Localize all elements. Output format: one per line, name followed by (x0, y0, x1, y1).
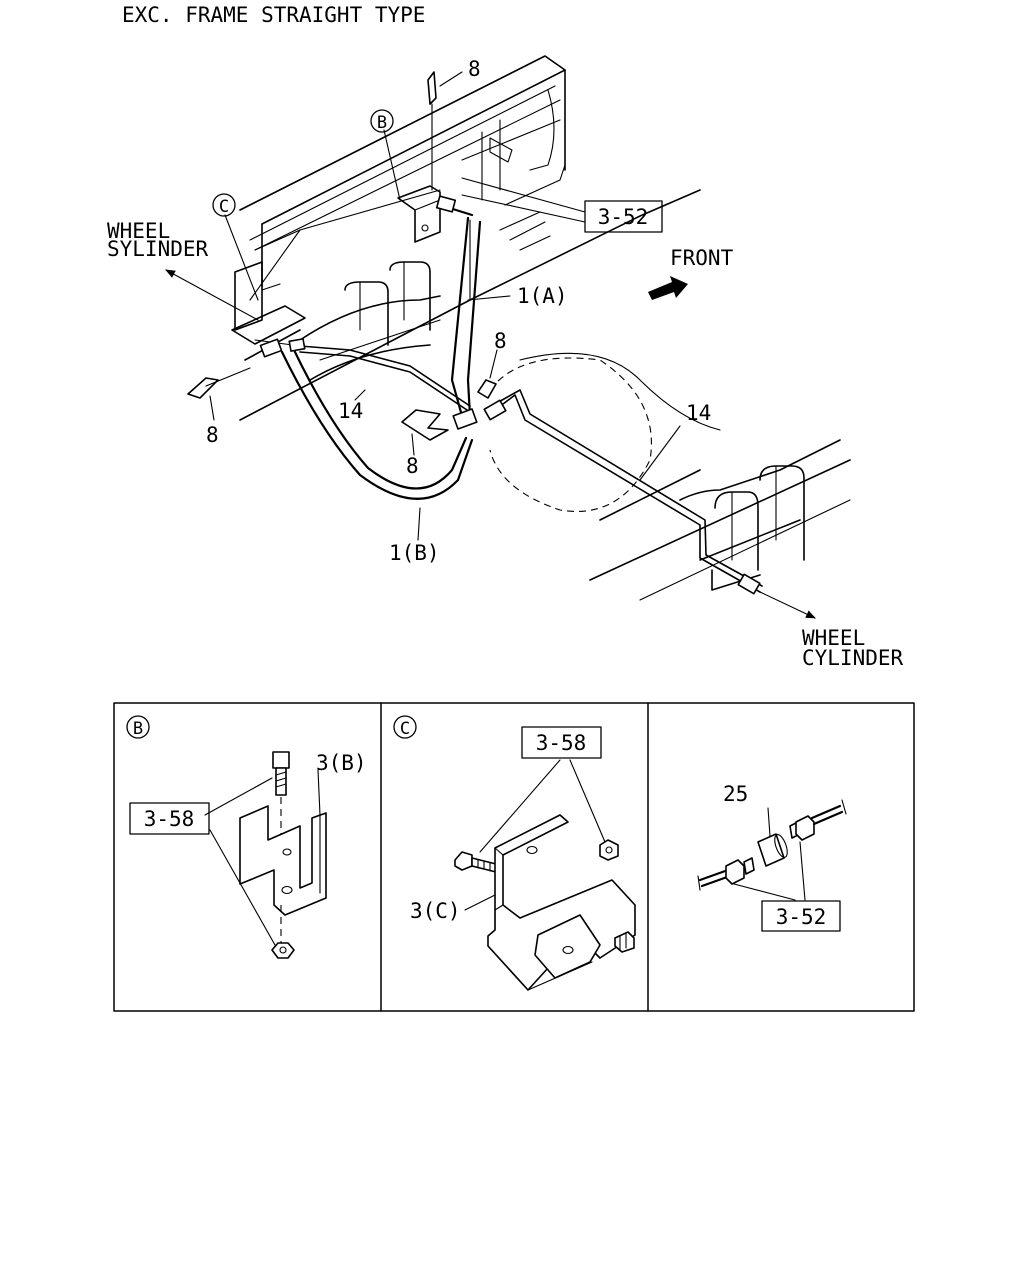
detail-panel-frame (113, 702, 915, 1012)
detail-union-part-25: 25 (723, 782, 748, 806)
fittings (259, 195, 761, 595)
pipe-14-left-label: 14 (338, 399, 363, 423)
brake-hose-1b (280, 348, 474, 500)
detail-c: C 3-58 3(C) (393, 715, 636, 991)
svg-text:C: C (219, 197, 229, 217)
front-arrow-icon (648, 276, 688, 300)
detail-b-ref-3-58: 3-58 (144, 807, 195, 831)
hose-1b-label: 1(B) (389, 541, 440, 565)
detail-c-part-3c: 3(C) (410, 899, 461, 923)
brake-pipe-14-right (249, 189, 763, 593)
clip-8-left-label: 8 (206, 423, 219, 447)
clip-8-mid-label: 8 (494, 329, 507, 353)
leader-lines (209, 71, 681, 541)
detail-panels: B 3-58 3(B) C (113, 702, 915, 1012)
clip-8-center-label: 8 (406, 454, 419, 478)
callout-c-main: C (212, 193, 236, 217)
bracket-b-on-frame (397, 185, 441, 243)
wheel-cylinder-right-label-2: CYLINDER (802, 646, 904, 670)
clip-8-mid (477, 379, 497, 399)
svg-text:B: B (377, 113, 387, 133)
detail-union-ref-3-52: 3-52 (776, 905, 827, 929)
wheel-cylinder-left-arrow (165, 269, 259, 321)
detail-union: 25 3-52 (697, 782, 847, 932)
axle-housing (299, 261, 851, 601)
detail-b-callout: B (133, 719, 143, 739)
wheel-cylinder-left-label-1: WHEEL (107, 219, 170, 243)
ref-3-52-main: 3-52 (584, 200, 663, 233)
clip-8-left (187, 367, 251, 399)
page-title: EXC. FRAME STRAIGHT TYPE (122, 3, 425, 27)
pipe-14-right-label: 14 (686, 401, 711, 425)
clip-8-top-label: 8 (468, 57, 481, 81)
detail-b: B 3-58 3(B) (126, 715, 367, 959)
wheel-cylinder-left-label-2: SYLINDER (107, 237, 209, 261)
callout-b-main: B (370, 109, 394, 133)
clip-8-center (401, 409, 449, 441)
svg-text:3-52: 3-52 (598, 205, 649, 229)
detail-c-ref-3-58: 3-58 (536, 731, 587, 755)
bracket-c-on-frame (231, 261, 306, 345)
hose-1a-label: 1(A) (517, 284, 568, 308)
main-illustration: B C 3-52 WHEEL SYLINDER FRONT 1(A) 1(B) … (107, 55, 904, 670)
detail-b-part-3b: 3(B) (316, 751, 367, 775)
detail-c-callout: C (400, 719, 410, 739)
wheel-cylinder-right-arrow (759, 591, 816, 619)
clip-8-top (427, 71, 437, 191)
front-label: FRONT (670, 246, 734, 270)
wheel-cylinder-right-label-1: WHEEL (802, 626, 865, 650)
